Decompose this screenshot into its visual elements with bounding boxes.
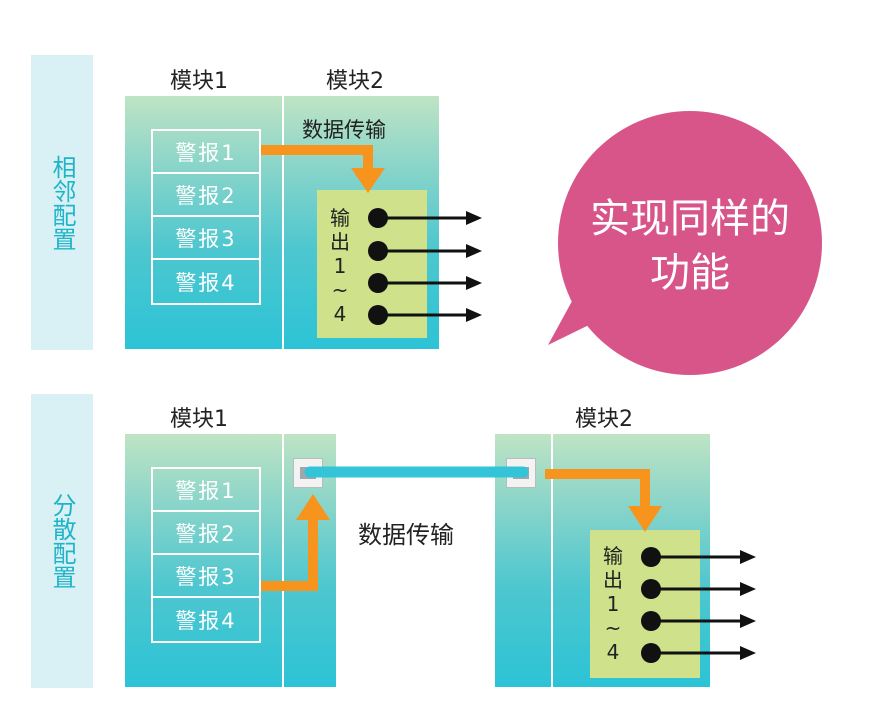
bottom-module2-divider [551,434,553,687]
top-transfer-label: 数据传输 [302,118,386,142]
bottom-alarm-2: 警报2 [153,512,259,555]
bottom-alarm-stack: 警报1 警报2 警报3 警报4 [151,467,261,643]
top-alarm-4: 警报4 [175,270,237,295]
speech-bubble [548,111,822,375]
top-module2-label: 模块2 [326,69,384,94]
bottom-alarm-1: 警报1 [153,469,259,512]
top-transfer-arrow [261,145,385,193]
top-module-divider [282,96,284,349]
top-alarm-stack: 警报1 警报2 警报3 警报4 [151,129,261,305]
top-alarm-1: 警报1 [153,131,259,174]
bubble-text: 实现同样的 功能 [560,192,820,300]
side-label-adjacent-text: 相邻配置 [48,154,76,251]
side-label-adjacent: 相邻配置 [31,55,93,350]
top-module1-label: 模块1 [170,69,228,94]
bubble-line-1: 实现同样的 [590,196,790,242]
bottom-alarm-4: 警报4 [175,608,237,633]
top-alarm-3: 警报3 [153,217,259,260]
side-label-distributed-text: 分散配置 [48,493,76,589]
top-alarm-2: 警报2 [153,174,259,217]
bottom-output-label: 输 出 1 ~ 4 [603,544,623,664]
bottom-module1-label: 模块1 [170,407,228,432]
bottom-alarm-3: 警报3 [153,555,259,598]
top-output-label: 输 出 1 ~ 4 [330,206,350,326]
bottom-module1-divider [282,434,284,687]
bottom-module2-arrow [545,469,662,532]
bubble-line-2: 功能 [650,250,730,296]
bottom-output-lines [641,547,756,663]
top-output-lines [368,208,482,325]
bottom-module1-arrow [261,494,330,591]
bottom-transfer-label: 数据传输 [358,521,454,549]
side-label-distributed: 分散配置 [31,394,93,688]
bottom-module2-label: 模块2 [575,407,633,432]
